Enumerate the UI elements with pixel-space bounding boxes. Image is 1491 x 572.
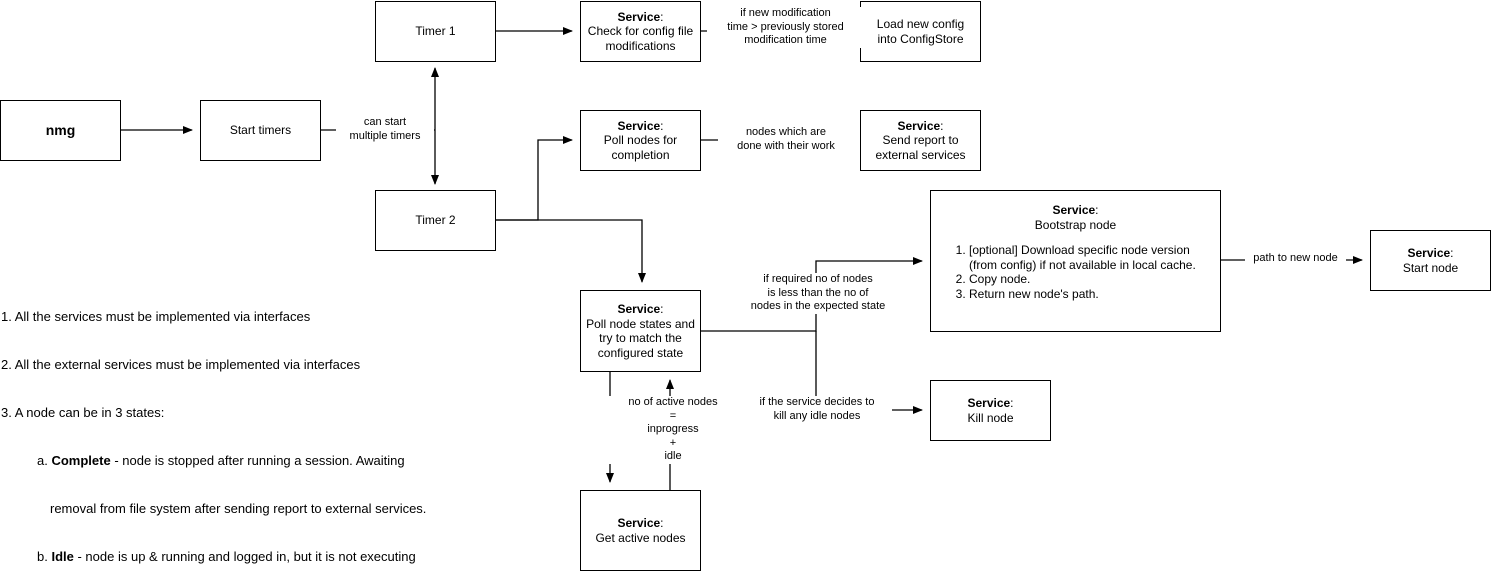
note-3a-term: Complete: [51, 453, 111, 468]
node-timer-2[interactable]: Timer 2: [375, 190, 496, 251]
note-3b-marker: b.: [37, 549, 52, 564]
edge-timer2-to-poll-states: [495, 219, 646, 283]
edge-label-required-no-of-nodes: if required no of nodes is less than the…: [748, 273, 888, 314]
note-3a-text: - node is stopped after running a sessio…: [110, 453, 405, 468]
service-keyword: Service: [967, 396, 1011, 410]
note-item-3b: b. Idle - node is up & running and logge…: [1, 549, 471, 565]
service-keyword: Service: [1052, 203, 1096, 217]
service-colon: :: [940, 118, 944, 133]
node-timer-1[interactable]: Timer 1: [375, 1, 496, 62]
node-check-config-label: Check for config file modifications: [587, 24, 694, 53]
edge-timer2-to-poll-nodes: [495, 136, 573, 221]
bootstrap-step: [optional] Download specific node versio…: [969, 243, 1210, 272]
service-keyword: Service: [617, 9, 661, 24]
node-bootstrap-label: Bootstrap node: [1034, 217, 1117, 232]
node-poll-nodes-label: Poll nodes for completion: [603, 133, 678, 162]
node-send-report-label: Send report to external services: [875, 133, 966, 162]
service-keyword: Service: [1407, 246, 1451, 260]
node-bootstrap-node[interactable]: Service: Bootstrap node [optional] Downl…: [930, 190, 1221, 332]
note-item-3a-cont: removal from file system after sending r…: [50, 501, 427, 516]
node-start-node[interactable]: Service: Start node: [1370, 230, 1491, 291]
note-item-1: 1. All the services must be implemented …: [1, 309, 311, 324]
node-nmg-label: nmg: [45, 122, 76, 139]
node-kill-node[interactable]: Service: Kill node: [930, 380, 1051, 441]
node-nmg[interactable]: nmg: [0, 100, 121, 161]
bootstrap-steps-list: [optional] Download specific node versio…: [941, 243, 1210, 301]
edge-label-no-of-active-nodes: no of active nodes = inprogress + idle: [608, 396, 738, 464]
service-colon: :: [660, 302, 664, 316]
node-poll-node-states-label: Poll node states and try to match the co…: [586, 316, 695, 360]
service-keyword: Service: [897, 118, 941, 133]
service-keyword: Service: [617, 516, 661, 530]
note-item-2: 2. All the external services must be imp…: [1, 357, 361, 372]
note-item-3: 3. A node can be in 3 states:: [1, 405, 165, 420]
service-colon: :: [660, 516, 664, 530]
note-item-3a: a. Complete - node is stopped after runn…: [1, 453, 471, 469]
note-3a-marker: a.: [37, 453, 52, 468]
notes-list: 1. All the services must be implemented …: [1, 277, 471, 572]
node-load-new-config-label: Load new config into ConfigStore: [876, 17, 965, 46]
node-start-node-label: Start node: [1402, 260, 1459, 275]
service-colon: :: [1010, 396, 1014, 410]
node-poll-node-states[interactable]: Service: Poll node states and try to mat…: [580, 290, 701, 372]
edge-label-new-modification-time: if new modification time > previously st…: [707, 7, 864, 48]
node-check-config-modifications[interactable]: Service: Check for config file modificat…: [580, 1, 701, 62]
node-load-new-config[interactable]: Load new config into ConfigStore: [860, 1, 981, 62]
node-get-active-nodes[interactable]: Service: Get active nodes: [580, 490, 701, 571]
edge-label-nodes-done-with-work: nodes which are done with their work: [718, 126, 854, 153]
service-keyword: Service: [617, 118, 661, 133]
edge-label-can-start-multiple-timers: can start multiple timers: [336, 116, 434, 143]
service-colon: :: [660, 9, 664, 24]
bootstrap-step: Return new node's path.: [969, 287, 1210, 302]
edge-label-path-to-new-node: path to new node: [1245, 252, 1346, 266]
node-poll-nodes-for-completion[interactable]: Service: Poll nodes for completion: [580, 110, 701, 171]
edge-label-kill-any-idle-nodes: if the service decides to kill any idle …: [742, 396, 892, 423]
service-colon: :: [660, 118, 664, 133]
node-get-active-nodes-label: Get active nodes: [595, 530, 686, 545]
node-timer-2-label: Timer 2: [415, 213, 456, 228]
bootstrap-step: Copy node.: [969, 272, 1210, 287]
service-colon: :: [1450, 246, 1454, 260]
note-3b-text: - node is up & running and logged in, bu…: [73, 549, 416, 564]
node-start-timers[interactable]: Start timers: [200, 100, 321, 161]
node-send-report-external[interactable]: Service: Send report to external service…: [860, 110, 981, 171]
note-3b-term: Idle: [51, 549, 74, 564]
node-start-timers-label: Start timers: [229, 123, 292, 138]
service-colon: :: [1095, 203, 1099, 217]
node-kill-node-label: Kill node: [967, 410, 1014, 425]
service-keyword: Service: [617, 302, 661, 316]
node-timer-1-label: Timer 1: [415, 24, 456, 39]
